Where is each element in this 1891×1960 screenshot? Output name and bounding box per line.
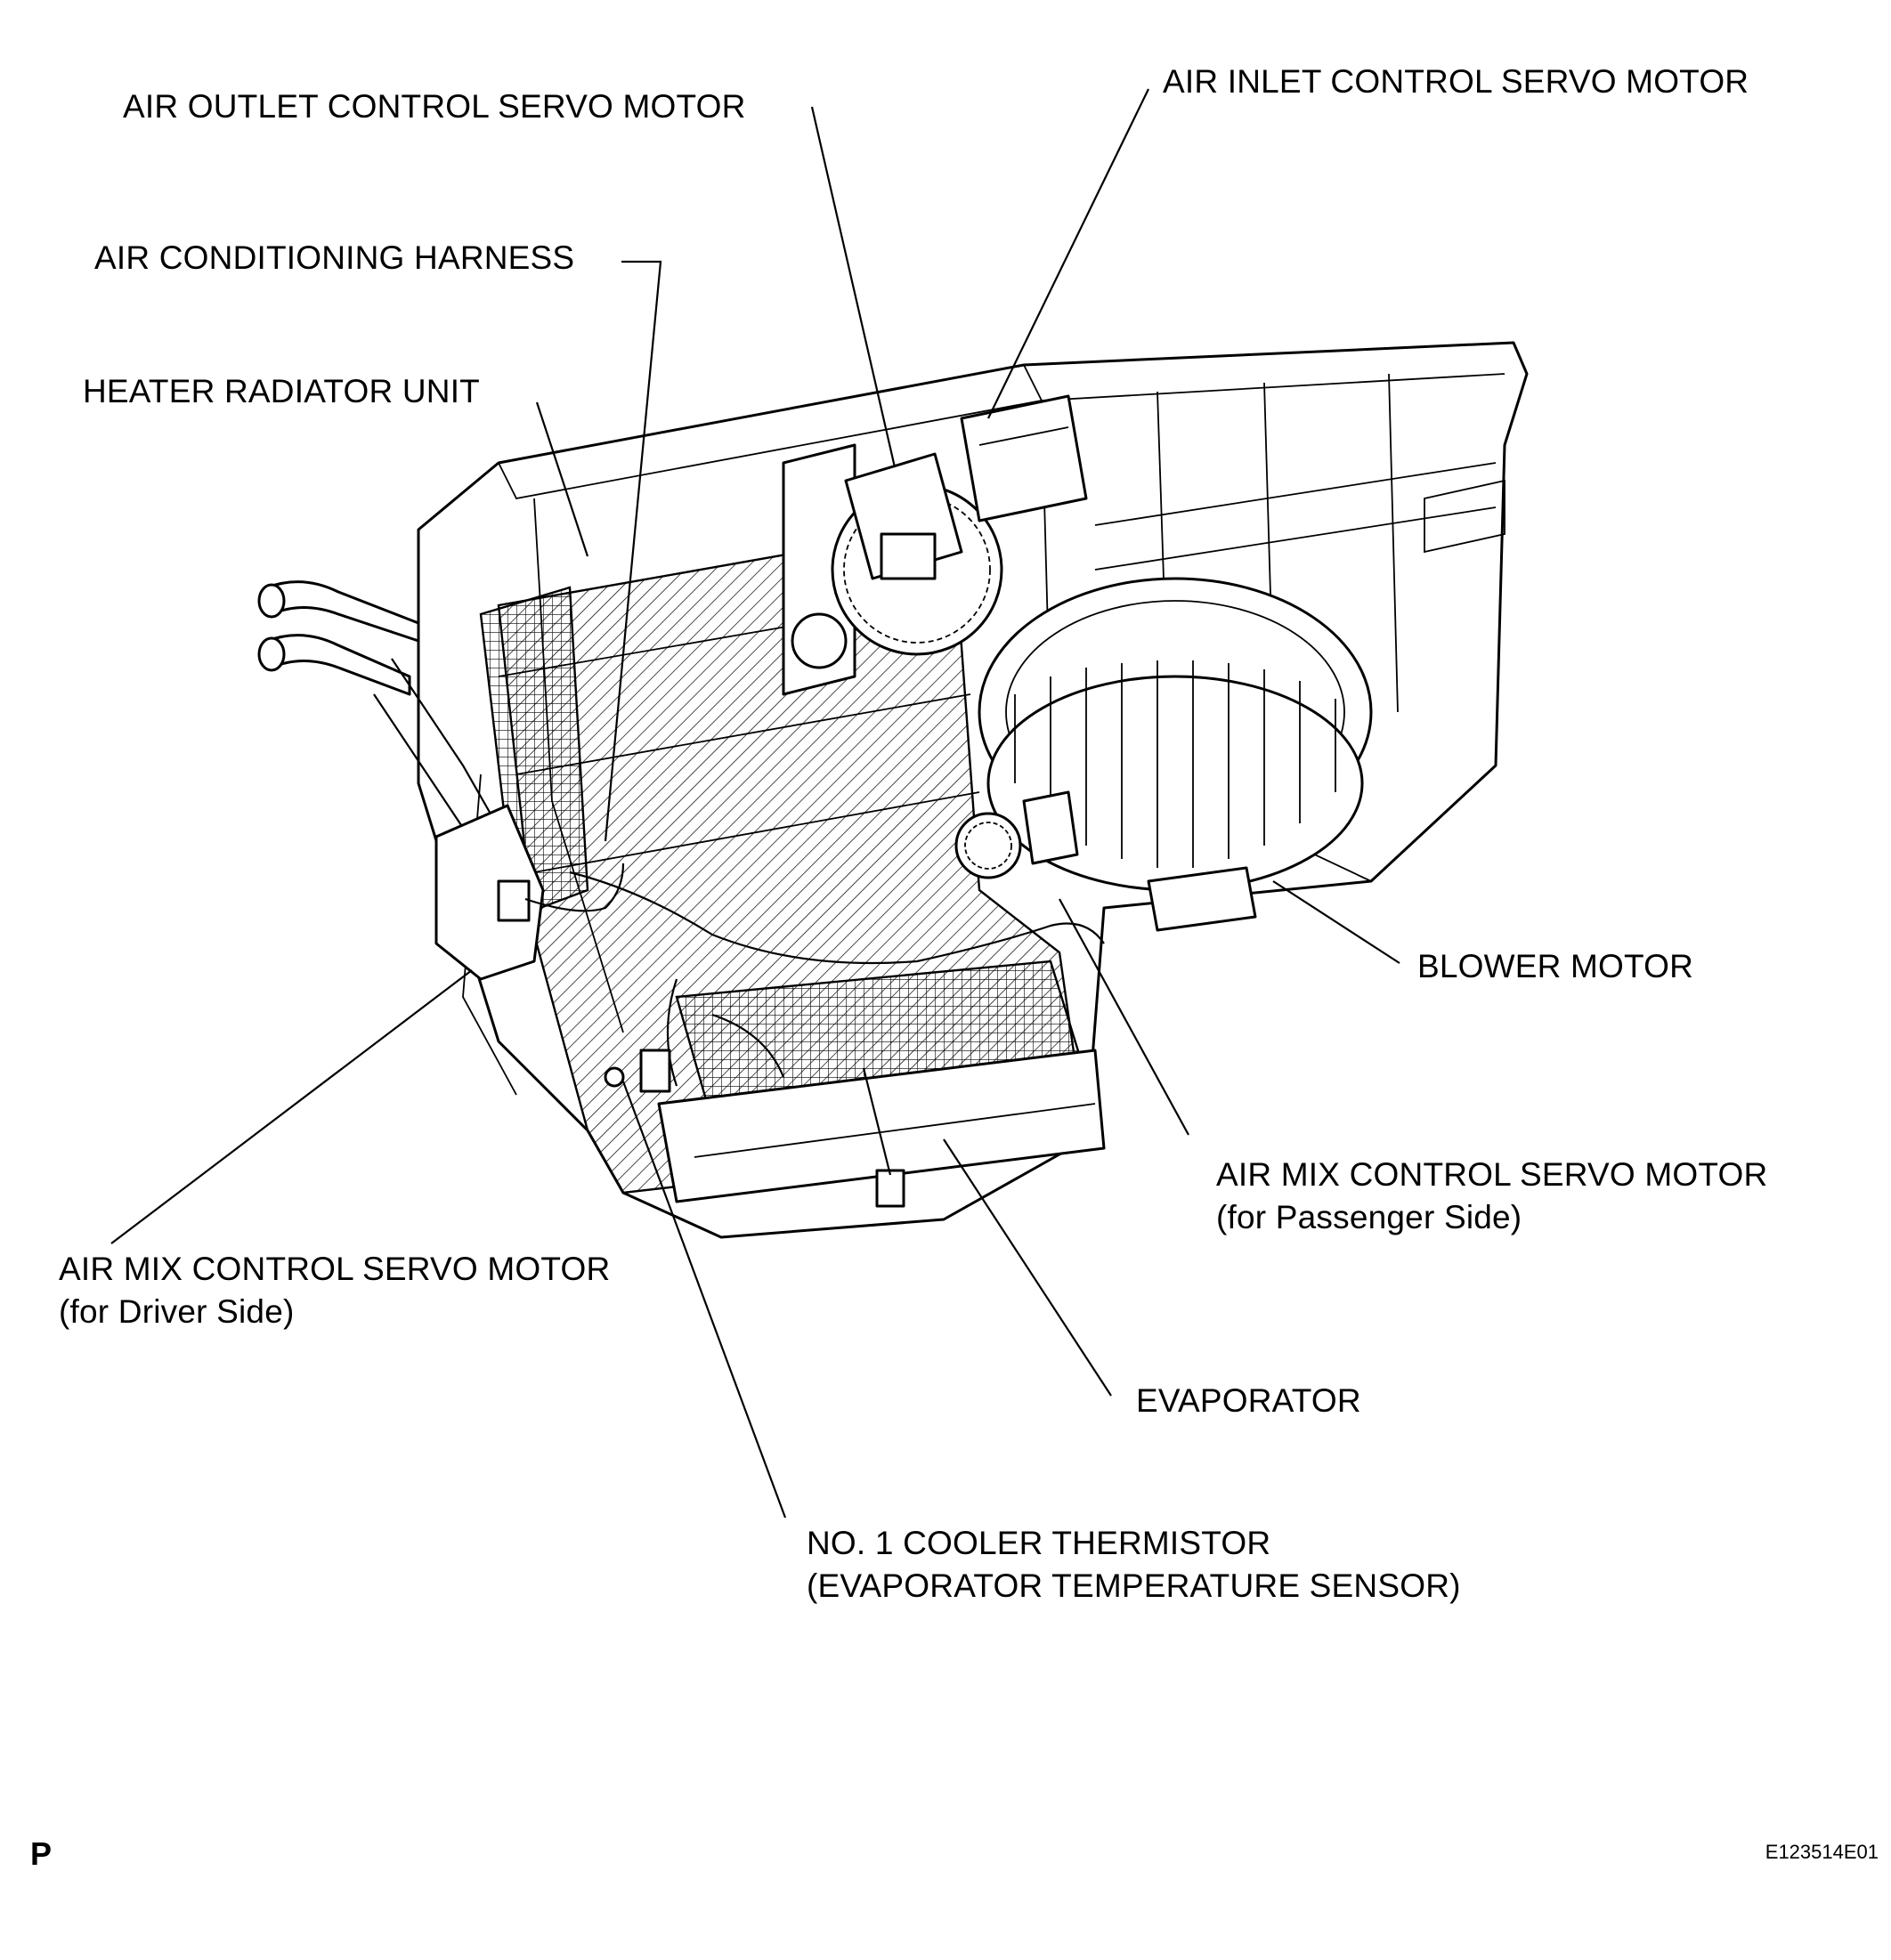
label-air-mix-driver: AIR MIX CONTROL SERVO MOTOR (for Driver … (59, 1248, 610, 1333)
leader-outlet-servo (810, 106, 897, 468)
leader-inlet-servo (987, 88, 1149, 419)
label-air-outlet-servo: AIR OUTLET CONTROL SERVO MOTOR (123, 88, 746, 125)
corner-mark: P (30, 1835, 53, 1872)
label-air-mix-passenger-line2: (for Passenger Side) (1216, 1199, 1522, 1235)
outlet-servo-gear (831, 452, 1003, 656)
label-thermistor-line2: (EVAPORATOR TEMPERATURE SENSOR) (807, 1567, 1461, 1604)
label-ac-harness: AIR CONDITIONING HARNESS (94, 239, 575, 276)
label-evaporator: EVAPORATOR (1136, 1382, 1361, 1419)
inlet-servo-body (960, 394, 1088, 522)
blower-fan (978, 577, 1373, 932)
leader-thermistor (621, 1081, 787, 1519)
label-air-mix-passenger: AIR MIX CONTROL SERVO MOTOR (for Passeng… (1216, 1154, 1767, 1239)
label-blower-motor: BLOWER MOTOR (1417, 948, 1694, 984)
leader-air-mix-driver (110, 969, 473, 1244)
leader-evaporator (943, 1138, 1112, 1397)
figure-code: E123514E01 (1765, 1841, 1879, 1863)
driver-servo-body (434, 804, 625, 981)
label-air-mix-driver-line1: AIR MIX CONTROL SERVO MOTOR (59, 1251, 611, 1287)
leader-air-mix-passenger (1059, 898, 1189, 1136)
evaporator-core (657, 960, 1106, 1203)
label-thermistor: NO. 1 COOLER THERMISTOR (EVAPORATOR TEMP… (807, 1522, 1461, 1608)
passenger-servo-gear (954, 790, 1079, 879)
label-air-inlet-servo: AIR INLET CONTROL SERVO MOTOR (1163, 63, 1749, 100)
wire-harness (569, 871, 1105, 1208)
leader-blower-motor (1272, 880, 1400, 964)
label-air-mix-passenger-line1: AIR MIX CONTROL SERVO MOTOR (1216, 1156, 1768, 1193)
label-air-mix-driver-line2: (for Driver Side) (59, 1293, 295, 1330)
label-thermistor-line1: NO. 1 COOLER THERMISTOR (807, 1525, 1271, 1561)
leader-lines (110, 88, 1400, 1519)
leader-heater-radiator (535, 401, 589, 557)
leader-ac-harness (604, 260, 662, 842)
label-heater-radiator: HEATER RADIATOR UNIT (83, 373, 480, 409)
